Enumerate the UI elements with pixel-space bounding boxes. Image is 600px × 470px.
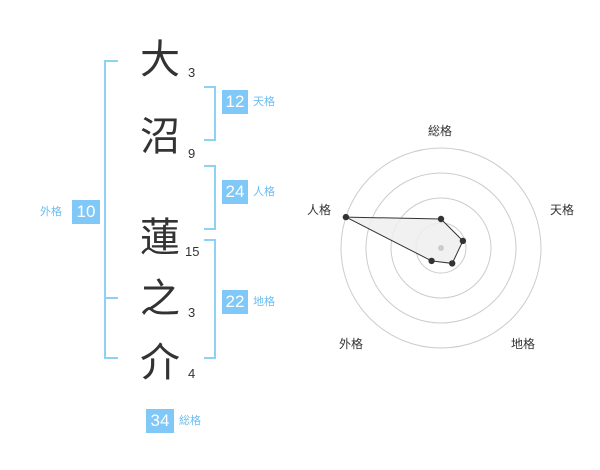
radar-point-3 (449, 260, 456, 267)
radar-label-soukaku: 総格 (428, 124, 453, 138)
radar-label-gaikaku: 外格 (339, 337, 364, 351)
radar-ring (390, 197, 492, 299)
name-char-1: 大 (140, 37, 180, 83)
soukaku-label: 総格 (179, 414, 201, 427)
radar-point-5 (342, 213, 350, 221)
jinkaku-label: 人格 (253, 185, 275, 198)
tenkaku-label: 天格 (253, 95, 275, 108)
gaikaku-label: 外格 (40, 205, 62, 218)
chikaku-label: 地格 (253, 295, 275, 308)
name-char-4: 之 (140, 276, 180, 322)
stroke-count-1: 3 (188, 65, 196, 80)
name-char-5: 介 (140, 340, 180, 386)
stroke-count-2: 9 (188, 146, 196, 161)
radar-label-chikaku: 地格 (511, 337, 536, 351)
radar-point-2 (459, 237, 467, 245)
soukaku-value: 34 (146, 409, 174, 433)
radar-ring (340, 147, 542, 349)
radar-point-1 (437, 215, 445, 223)
radar-label-jinkaku: 人格 (307, 203, 332, 217)
radar-ring (365, 172, 517, 324)
name-char-3: 蓮 (140, 215, 180, 261)
stroke-count-4: 3 (188, 305, 196, 320)
jinkaku-value: 24 (222, 180, 248, 204)
gaikaku-value: 10 (72, 200, 100, 224)
tenkaku-value: 12 (222, 90, 248, 114)
radar-point-4 (428, 257, 435, 265)
name-char-2: 沼 (140, 114, 180, 160)
stroke-count-3: 15 (185, 244, 200, 259)
radar-center-point (438, 245, 444, 251)
chikaku-value: 22 (222, 290, 248, 314)
radar-series-polygon (345, 216, 464, 264)
stroke-count-5: 4 (188, 366, 196, 381)
radar-label-tenkaku: 天格 (550, 203, 575, 217)
